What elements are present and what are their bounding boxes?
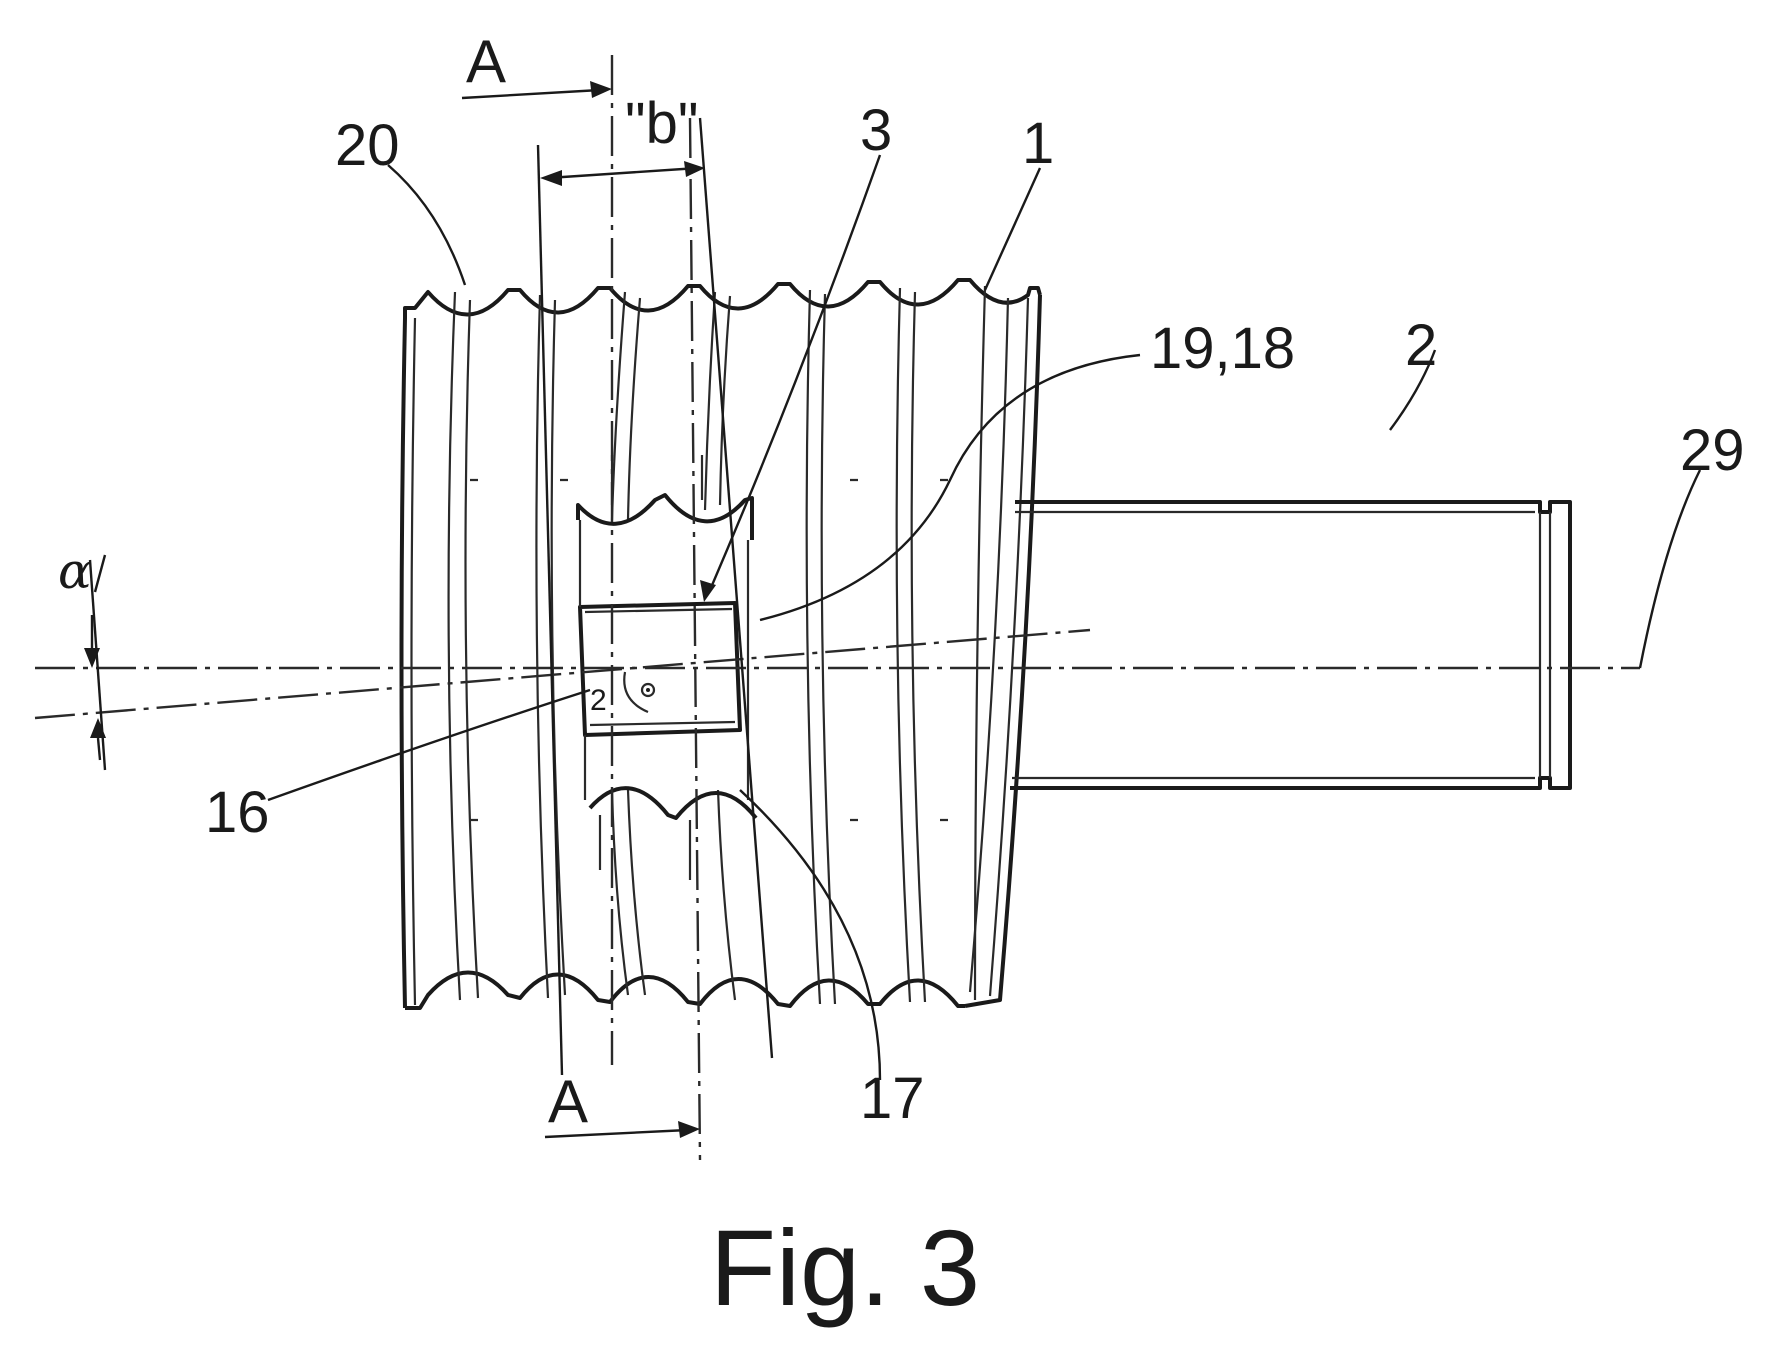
window-bottom-scallop xyxy=(588,786,758,820)
angle-small-label: 2 xyxy=(590,684,607,717)
leader-17 xyxy=(739,789,882,1081)
ref-20: 20 xyxy=(335,113,400,178)
ref-16: 16 xyxy=(205,780,270,845)
dim-line-right xyxy=(698,117,774,1059)
roller-body xyxy=(399,278,1042,1010)
leader-16 xyxy=(267,688,591,802)
reference-numerals: 20 3 1 19,18 2 29 16 17 2 xyxy=(205,98,1745,1131)
roller-right-end xyxy=(964,294,1042,1008)
shaft xyxy=(1010,500,1572,790)
dimension-b: "b" xyxy=(540,91,705,186)
ref-2: 2 xyxy=(1405,313,1437,378)
ref-29: 29 xyxy=(1680,418,1745,483)
leader-3 xyxy=(708,154,882,591)
leader-2 xyxy=(1389,349,1437,431)
dim-line-left xyxy=(536,144,564,1076)
roller-bottom-edge xyxy=(405,970,965,1010)
figure-caption: Fig. 3 xyxy=(710,1207,980,1328)
ref-19-18: 19,18 xyxy=(1150,316,1295,381)
ref-17: 17 xyxy=(860,1066,925,1131)
window-top-scallop xyxy=(576,493,754,540)
ref-1: 1 xyxy=(1022,111,1054,176)
roller-top-edge xyxy=(403,278,1042,318)
leader-1 xyxy=(983,167,1042,291)
leaders xyxy=(267,154,1702,1081)
rotation-symbol xyxy=(640,682,656,698)
roller-left-end xyxy=(399,317,407,1009)
slot-window xyxy=(576,455,758,880)
ref-3: 3 xyxy=(860,98,892,163)
alpha-angle: α xyxy=(58,542,107,771)
inclined-axis xyxy=(34,628,1091,720)
section-label-A-bottom: A xyxy=(548,1068,588,1135)
leader-19-18 xyxy=(759,353,1141,622)
section-arrow-top: A xyxy=(461,28,612,100)
dimension-b-label: "b" xyxy=(625,91,698,156)
section-label-A-top: A xyxy=(466,28,506,95)
leader-29 xyxy=(1638,469,1702,669)
inclined-section-line xyxy=(688,117,702,1161)
section-arrow-bottom: A xyxy=(544,1068,700,1139)
shaft-outline xyxy=(1010,500,1572,790)
angle-arc xyxy=(623,671,649,714)
alpha-label: α xyxy=(58,542,92,600)
axis-lines xyxy=(34,55,1640,1161)
leader-20 xyxy=(387,164,467,286)
